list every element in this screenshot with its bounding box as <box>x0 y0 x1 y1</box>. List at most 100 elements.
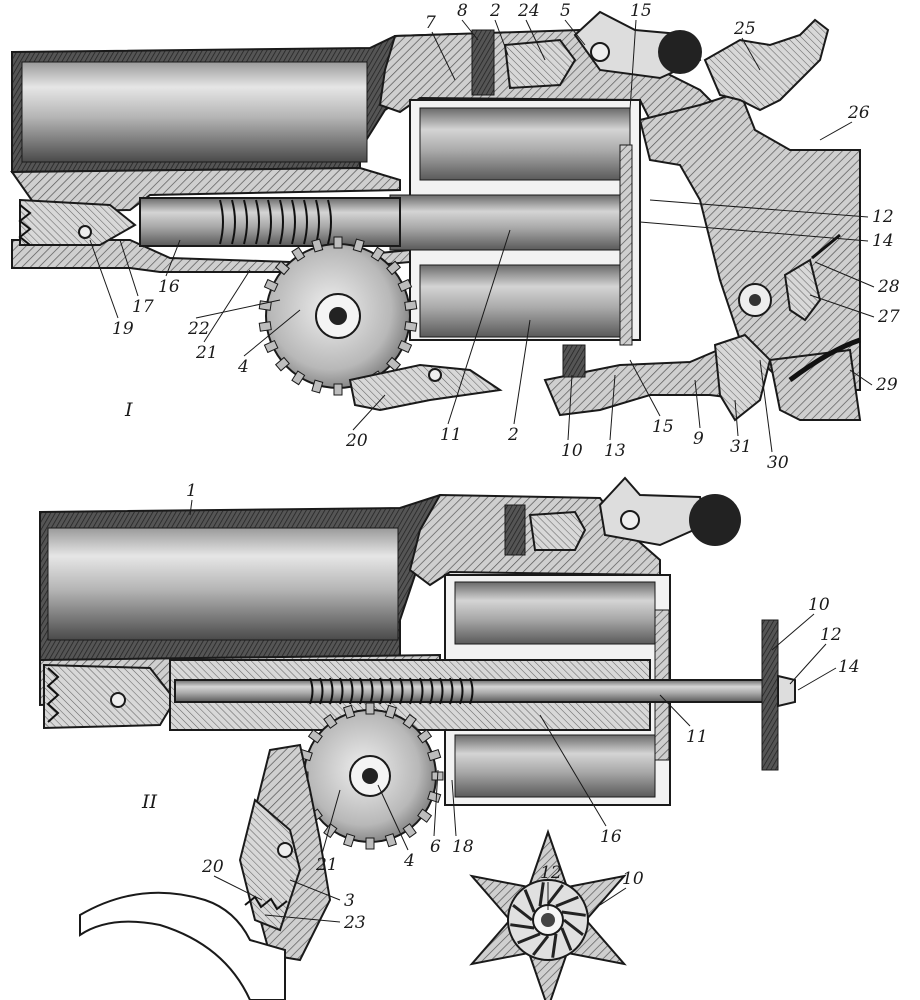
gear-tooth <box>404 321 418 332</box>
leader-line <box>649 199 869 218</box>
callout: 12 <box>872 207 894 227</box>
leader-line <box>377 784 409 851</box>
hammer-1 <box>703 18 830 112</box>
callout: 29 <box>875 375 898 395</box>
callout: 30 <box>767 453 789 473</box>
leader-line <box>639 221 869 242</box>
gear-tooth <box>323 713 338 729</box>
chamber-top-1 <box>419 107 631 181</box>
top-spring-8 <box>471 29 495 96</box>
leader-line <box>264 914 341 923</box>
callout: 3 <box>344 891 355 911</box>
leader-line <box>352 394 386 431</box>
view-2-drawing <box>39 476 796 1000</box>
leader-line <box>759 359 773 453</box>
callout: 28 <box>877 277 900 297</box>
view-2-labels: II 1 10 12 14 11 16 18 6 4 21 20 3 23 12… <box>141 481 860 933</box>
latch-knob <box>658 30 702 74</box>
leader-lines <box>89 19 875 923</box>
leader-line <box>89 239 119 319</box>
callout: 23 <box>343 913 366 933</box>
leader-line <box>741 37 761 71</box>
latch-24 <box>503 38 577 90</box>
callout: 6 <box>430 837 441 857</box>
gear-tooth <box>397 278 413 293</box>
chamber-bottom-2 <box>454 734 656 798</box>
callout: 16 <box>600 827 622 847</box>
leader-line <box>659 694 691 727</box>
callout: 11 <box>686 727 708 747</box>
leader-line <box>433 769 439 837</box>
trigger-guard-2 <box>79 891 286 1000</box>
leader-line <box>513 319 531 425</box>
callout: 22 <box>187 319 210 339</box>
small-lever-27 <box>783 258 822 322</box>
gear-tooth <box>291 246 306 262</box>
view-1-labels: I 7 8 2 24 5 15 25 26 12 14 28 27 29 30 … <box>112 1 900 473</box>
gear-tooth <box>291 370 306 386</box>
callout: 14 <box>838 657 860 677</box>
leader-line <box>629 359 661 417</box>
leader-line <box>797 667 837 691</box>
callout: 16 <box>158 277 180 297</box>
gear-tooth <box>397 339 413 354</box>
callout: 17 <box>132 297 154 317</box>
gear-tooth <box>417 808 433 823</box>
gear-tooth <box>311 238 324 253</box>
leader-line <box>195 299 281 319</box>
front-catch-2 <box>43 663 177 730</box>
chamber-bottom-1 <box>419 264 631 338</box>
callout: 21 <box>315 855 338 875</box>
view-label: I <box>124 399 133 421</box>
leader-line <box>539 714 607 827</box>
gear-tooth <box>258 321 272 332</box>
callout: 11 <box>440 425 462 445</box>
gear-wheel-1 <box>258 236 418 396</box>
leader-line <box>451 779 457 837</box>
leader-line <box>461 19 479 41</box>
gear-tooth <box>263 278 279 293</box>
latch-knob-2 <box>689 494 741 546</box>
leader-line <box>564 19 586 46</box>
leader-line <box>243 309 301 357</box>
leader-line <box>203 269 251 343</box>
gear-tooth <box>386 356 402 372</box>
extractor-star-detail <box>469 828 627 1000</box>
spring-1 <box>219 199 332 245</box>
callout: 2 <box>507 425 519 445</box>
gear-tooth <box>427 749 442 762</box>
pawl-31 <box>713 333 772 422</box>
callout: 4 <box>403 851 415 871</box>
leader-line <box>289 879 341 901</box>
callout: 25 <box>733 19 756 39</box>
callout: 24 <box>517 1 540 21</box>
ejector-rod-2 <box>174 679 781 703</box>
callout: 20 <box>345 431 368 451</box>
callout: 9 <box>693 429 704 449</box>
leader-line <box>567 374 573 441</box>
gear-tooth <box>404 300 418 311</box>
leader-line <box>189 499 193 516</box>
callout: 15 <box>652 417 674 437</box>
leader-line <box>819 121 853 141</box>
callout: 7 <box>425 13 436 33</box>
callout: 10 <box>561 441 583 461</box>
gear-tooth <box>402 713 417 729</box>
gear-tooth <box>402 823 417 839</box>
gear-tooth <box>384 704 397 719</box>
leader-line <box>119 239 139 297</box>
leader-line <box>789 643 827 685</box>
gear-tooth <box>311 379 324 394</box>
gear-tooth <box>370 246 385 262</box>
leader-line <box>525 19 546 61</box>
leader-line <box>694 379 701 429</box>
leader-line <box>431 31 456 81</box>
gear-tooth <box>274 356 290 372</box>
gear-tooth <box>384 833 397 848</box>
mainspring-1 <box>788 337 861 383</box>
leader-line <box>849 369 873 386</box>
leader-line <box>213 875 263 901</box>
chamber-center-1 <box>389 194 631 251</box>
gear-tooth <box>343 704 356 719</box>
